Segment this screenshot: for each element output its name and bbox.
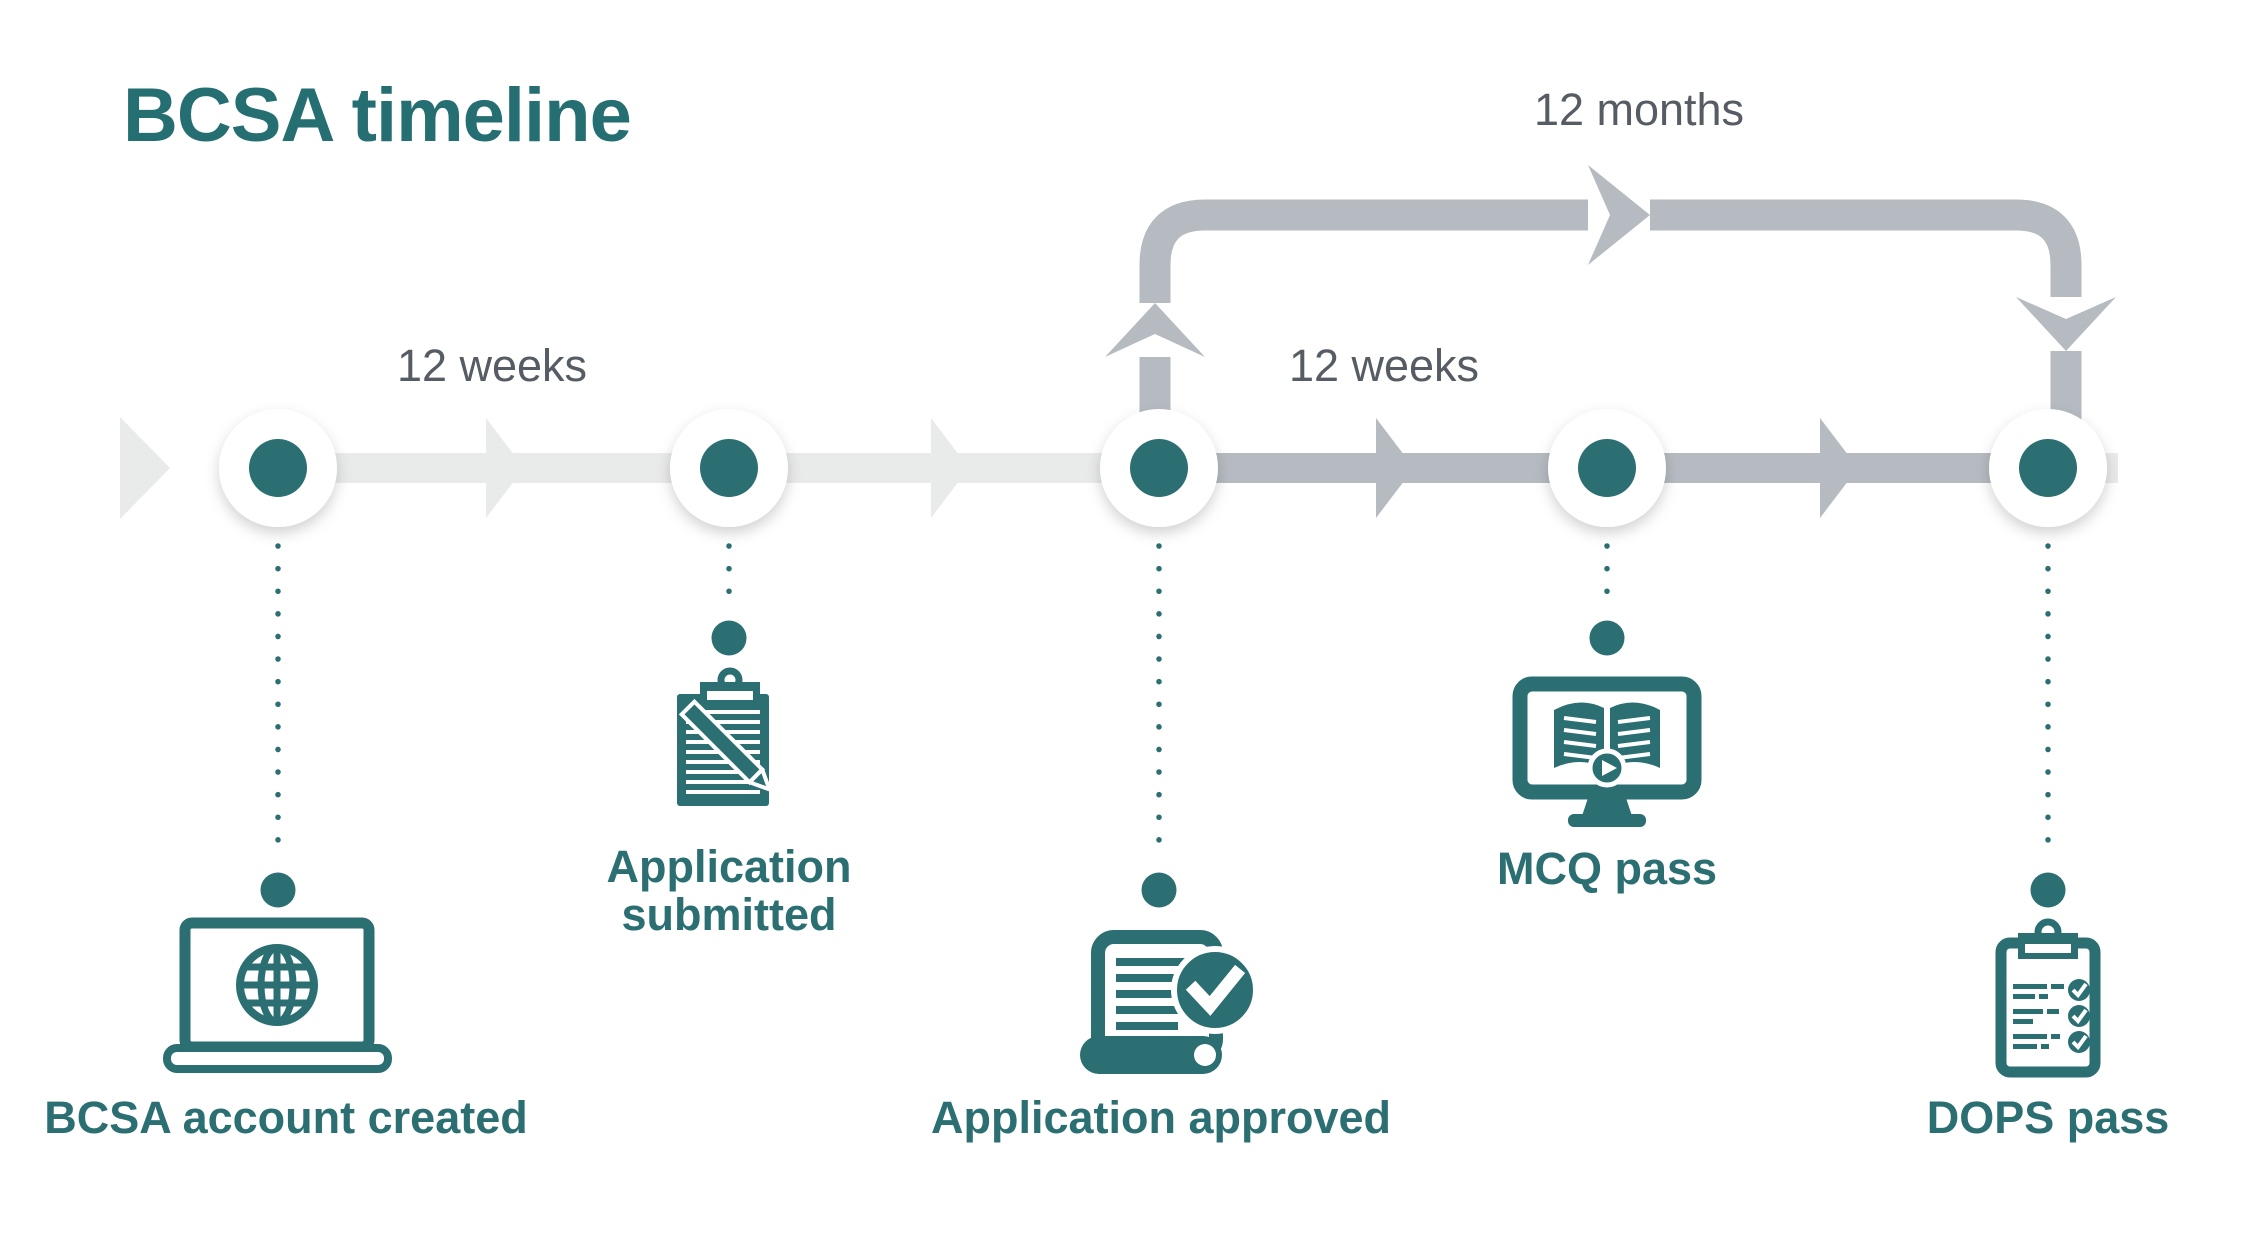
milestone-label: DOPS pass bbox=[1926, 1092, 2170, 1143]
monitor-book-icon bbox=[1512, 676, 1702, 827]
timeline-node bbox=[1989, 409, 2107, 527]
timeline-node bbox=[219, 409, 337, 527]
timeline-nodes bbox=[219, 409, 2107, 527]
interval-label-12-weeks-2: 12 weeks bbox=[1288, 340, 1480, 391]
loop-up-arrowhead bbox=[1105, 303, 1205, 357]
document-check-icon bbox=[1080, 930, 1259, 1074]
timeline-node bbox=[1548, 409, 1666, 527]
milestone-label: MCQ pass bbox=[1496, 843, 1718, 894]
timeline-start-arrowhead bbox=[120, 417, 170, 519]
milestone-label: BCSA account created bbox=[44, 1092, 528, 1143]
checklist-clipboard-icon bbox=[1995, 918, 2101, 1078]
track-chevron-icon bbox=[1376, 418, 1414, 518]
track-chevron-icon bbox=[1820, 418, 1858, 518]
loop-right-arrowhead bbox=[1588, 165, 1650, 265]
timeline-node bbox=[670, 409, 788, 527]
laptop-globe-icon bbox=[163, 917, 392, 1073]
milestone-label: Application approved bbox=[930, 1092, 1392, 1143]
loop-down-arrowhead bbox=[2016, 297, 2116, 351]
connector-end-dots bbox=[260, 620, 2066, 908]
page-title: BCSA timeline bbox=[123, 73, 632, 158]
milestone-label: Application submitted bbox=[606, 841, 852, 940]
track-chevron-icon bbox=[486, 418, 524, 518]
open-book-glyph bbox=[1554, 702, 1660, 770]
dotted-connectors bbox=[275, 543, 2051, 859]
loop-label-12-months: 12 months bbox=[1533, 84, 1745, 135]
clipboard-pen-icon bbox=[677, 667, 772, 806]
interval-label-12-weeks-1: 12 weeks bbox=[396, 340, 588, 391]
timeline-node bbox=[1100, 409, 1218, 527]
track-chevron-icon bbox=[931, 418, 969, 518]
